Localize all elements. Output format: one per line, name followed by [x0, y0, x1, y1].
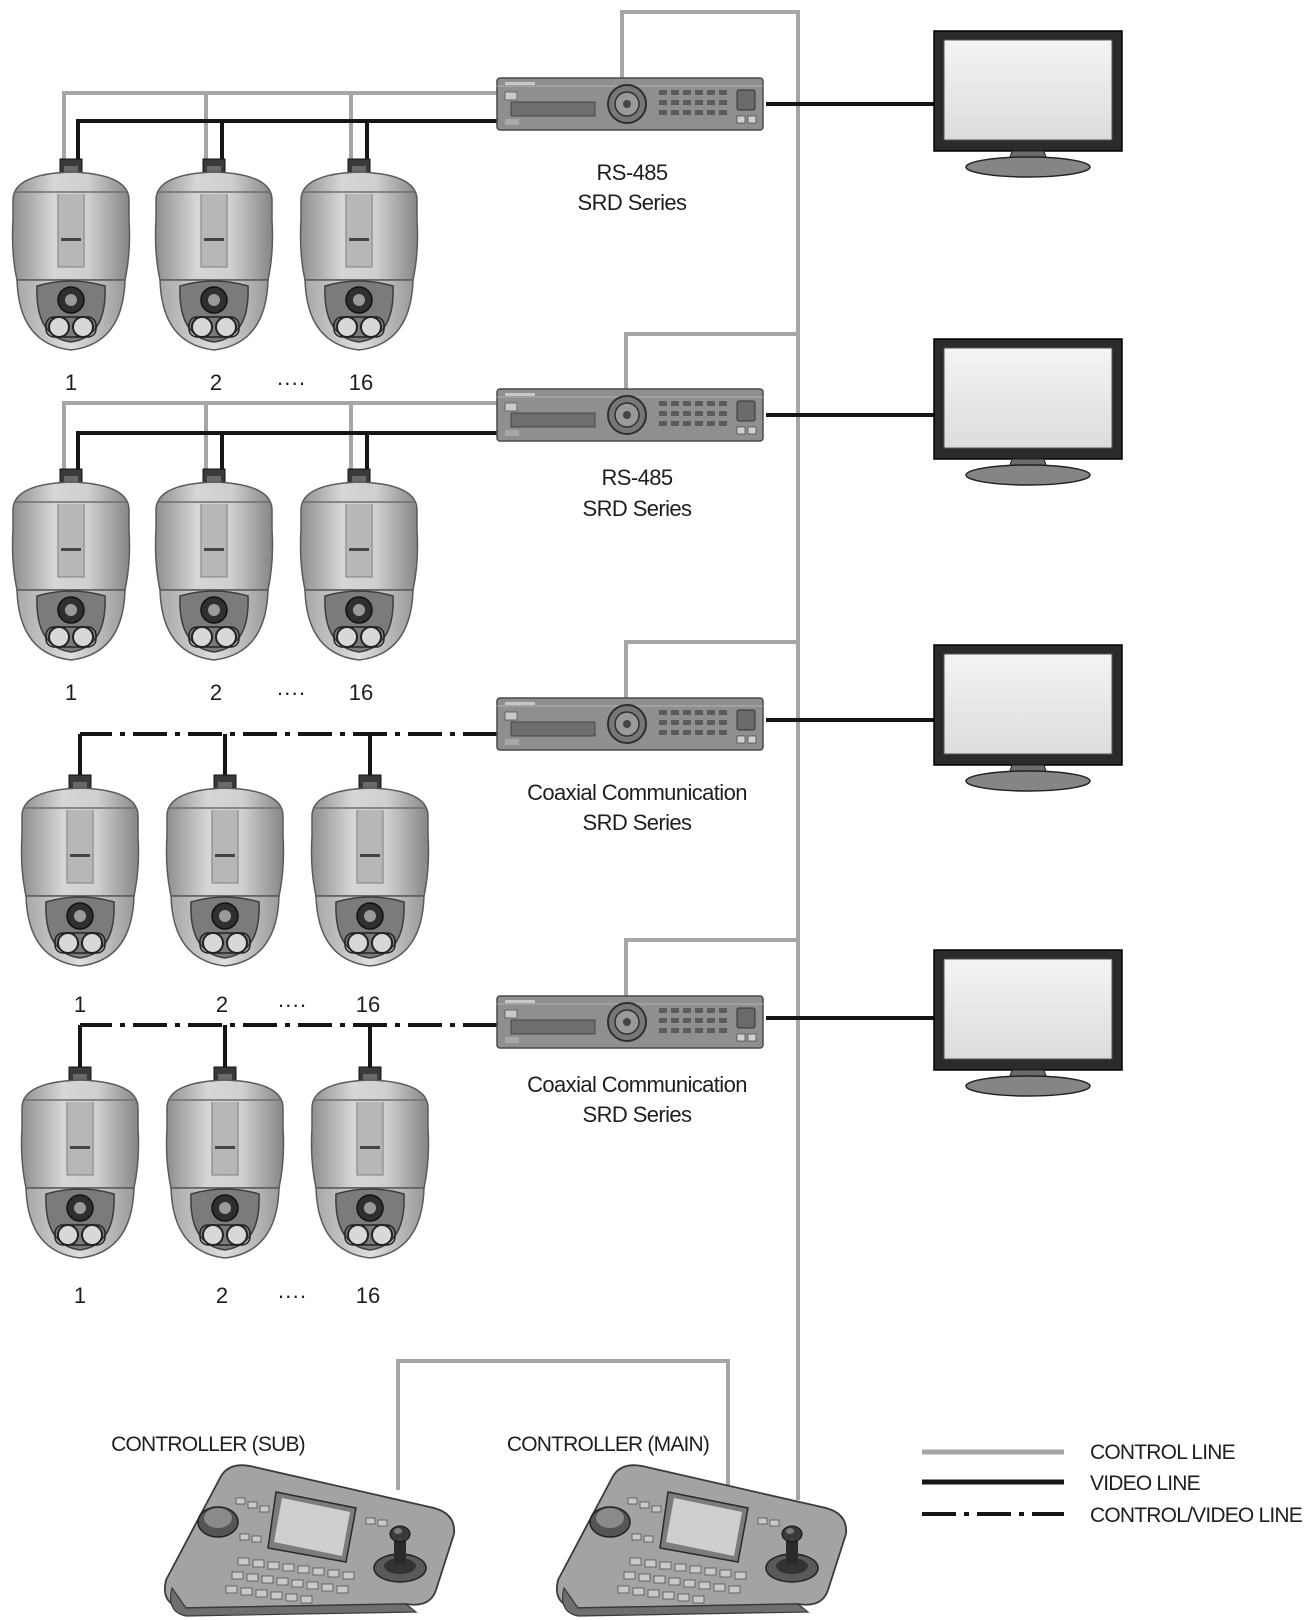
ptz-camera-icon [11, 468, 131, 661]
legend: CONTROL LINE VIDEO LINE CONTROL/VIDEO LI… [922, 1441, 1304, 1527]
ptz-camera-icon [20, 1066, 140, 1259]
ptz-camera-icon [299, 468, 419, 661]
ptz-camera-icon [310, 1066, 430, 1259]
dvr-3-label-line1: Coaxial Communication [527, 780, 747, 805]
legend-control-video-line-label: CONTROL/VIDEO LINE [1090, 1504, 1303, 1527]
dvr-4-label-line2: SRD Series [583, 1102, 693, 1127]
camera-number: 16 [356, 992, 380, 1017]
dvr-2-label-line1: RS-485 [602, 465, 673, 490]
camera-number: 2 [210, 370, 222, 395]
ptz-camera-icon [165, 774, 285, 967]
camera-number: 1 [65, 370, 77, 395]
video-line-network [76, 102, 934, 1020]
monitor-4 [933, 949, 1123, 1097]
camera-number: 16 [349, 680, 373, 705]
ptz-camera-icon [299, 158, 419, 351]
dvr-2-label-line2: SRD Series [583, 496, 693, 521]
camera-ellipsis: ···· [277, 1283, 306, 1308]
dvr-1 [496, 77, 764, 131]
camera-ellipsis: ···· [276, 370, 305, 395]
control-video-line-network [78, 732, 497, 1068]
camera-number: 16 [349, 370, 373, 395]
camera-number: 1 [65, 680, 77, 705]
camera-ellipsis: ···· [277, 992, 306, 1017]
camera-number: 2 [216, 1283, 228, 1308]
camera-group-3 [20, 774, 430, 967]
dvr-2 [496, 388, 764, 442]
control-line-network [62, 10, 800, 1502]
monitor-2 [933, 338, 1123, 486]
controller-main-label: CONTROLLER (MAIN) [507, 1433, 709, 1456]
dvr-3 [496, 697, 764, 751]
controller-sub-label: CONTROLLER (SUB) [111, 1433, 305, 1456]
dvr-3-label-line2: SRD Series [583, 810, 693, 835]
camera-group-2 [11, 468, 419, 661]
camera-number: 2 [210, 680, 222, 705]
camera-number: 16 [356, 1283, 380, 1308]
camera-number: 1 [74, 1283, 86, 1308]
legend-control-line-label: CONTROL LINE [1090, 1441, 1236, 1464]
camera-number: 2 [216, 992, 228, 1017]
ptz-camera-icon [11, 158, 131, 351]
legend-video-line-label: VIDEO LINE [1090, 1472, 1201, 1495]
camera-ellipsis: ···· [276, 680, 305, 705]
monitor-1 [933, 30, 1123, 178]
monitor-3 [933, 644, 1123, 792]
camera-group-4 [20, 1066, 430, 1259]
ptz-camera-icon [154, 158, 274, 351]
ptz-camera-icon [310, 774, 430, 967]
dvr-4-label-line1: Coaxial Communication [527, 1072, 747, 1097]
ptz-camera-icon [165, 1066, 285, 1259]
camera-number: 1 [74, 992, 86, 1017]
controller-main [555, 1464, 848, 1617]
dvr-1-label-line1: RS-485 [597, 160, 668, 185]
dvr-4 [496, 995, 764, 1049]
ptz-camera-icon [20, 774, 140, 967]
controller-sub [163, 1464, 456, 1617]
dvr-1-label-line2: SRD Series [578, 190, 688, 215]
ptz-camera-icon [154, 468, 274, 661]
camera-group-1 [11, 158, 419, 351]
